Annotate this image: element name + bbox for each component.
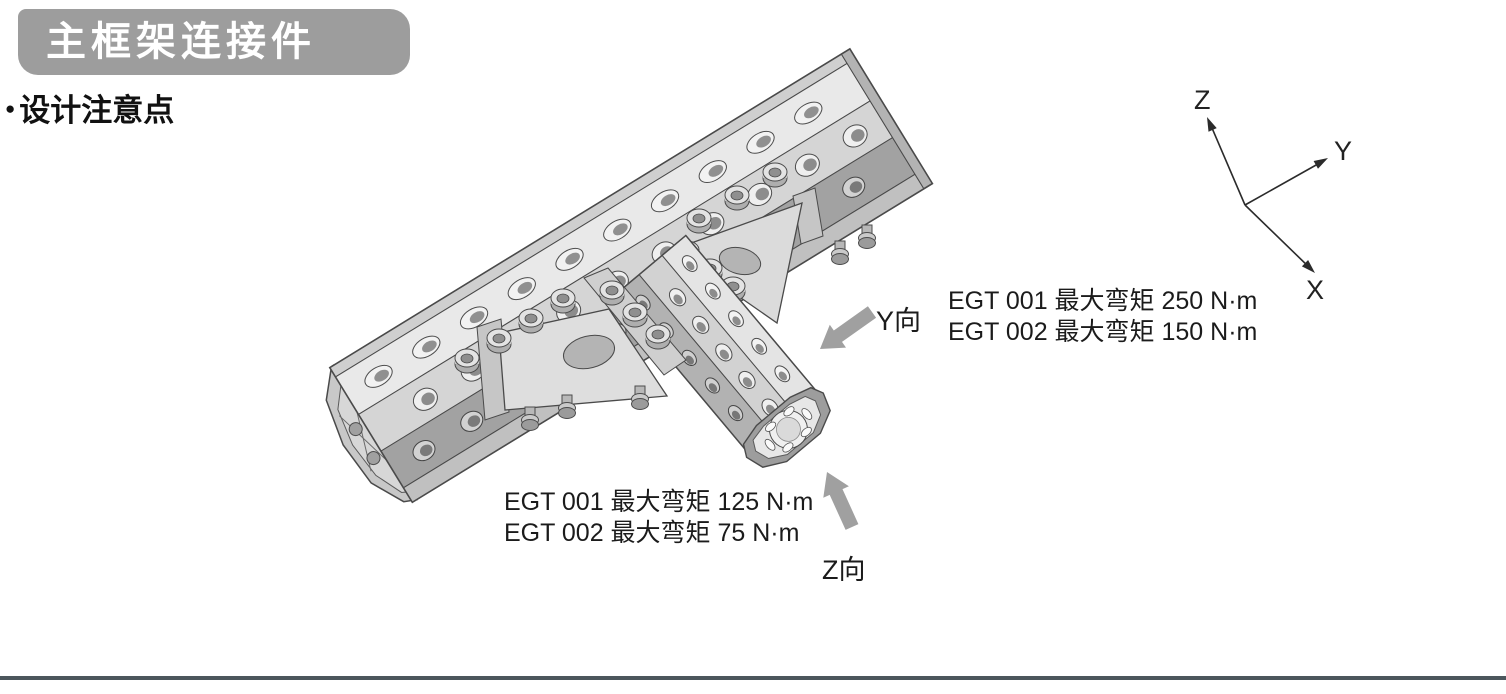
gusset-plate-right bbox=[670, 162, 876, 325]
branch-tube-end-cap bbox=[742, 386, 831, 468]
y-direction-label: Y向 bbox=[876, 306, 922, 336]
z-direction-arrow bbox=[823, 472, 859, 530]
gusset-plate-left bbox=[454, 267, 687, 431]
axis-y-label: Y bbox=[1334, 136, 1353, 166]
section-banner: 主框架连接件 bbox=[18, 9, 410, 75]
section-heading-text: 设计注意点 bbox=[19, 93, 175, 128]
bullet-icon: ● bbox=[5, 99, 16, 118]
axis-z-label: Z bbox=[1194, 85, 1211, 115]
y-moment-spec-line-1: EGT 001 最大弯矩 250 N·m bbox=[948, 287, 1258, 315]
coordinate-axes bbox=[1207, 117, 1328, 273]
z-moment-spec-line-1: EGT 001 最大弯矩 125 N·m bbox=[504, 488, 814, 516]
axis-x-label: X bbox=[1306, 275, 1325, 305]
y-moment-specs: EGT 001 最大弯矩 250 N·m EGT 002 最大弯矩 150 N·… bbox=[948, 286, 1257, 348]
branch-tube bbox=[614, 234, 831, 468]
banner-title: 主框架连接件 bbox=[46, 20, 316, 64]
axis-z-arrowhead bbox=[1207, 117, 1217, 132]
axis-x-arrowhead bbox=[1301, 260, 1315, 273]
z-direction-label: Z向 bbox=[822, 555, 866, 585]
z-moment-specs: EGT 001 最大弯矩 125 N·m EGT 002 最大弯矩 75 N·m bbox=[504, 487, 813, 549]
section-heading: ● 设计注意点 bbox=[5, 85, 174, 130]
y-moment-spec-line-2: EGT 002 最大弯矩 150 N·m bbox=[948, 318, 1258, 346]
y-direction-arrow bbox=[820, 306, 877, 349]
axis-y-arrowhead bbox=[1313, 158, 1328, 169]
footer-divider bbox=[0, 676, 1506, 680]
z-moment-spec-line-2: EGT 002 最大弯矩 75 N·m bbox=[504, 519, 800, 547]
